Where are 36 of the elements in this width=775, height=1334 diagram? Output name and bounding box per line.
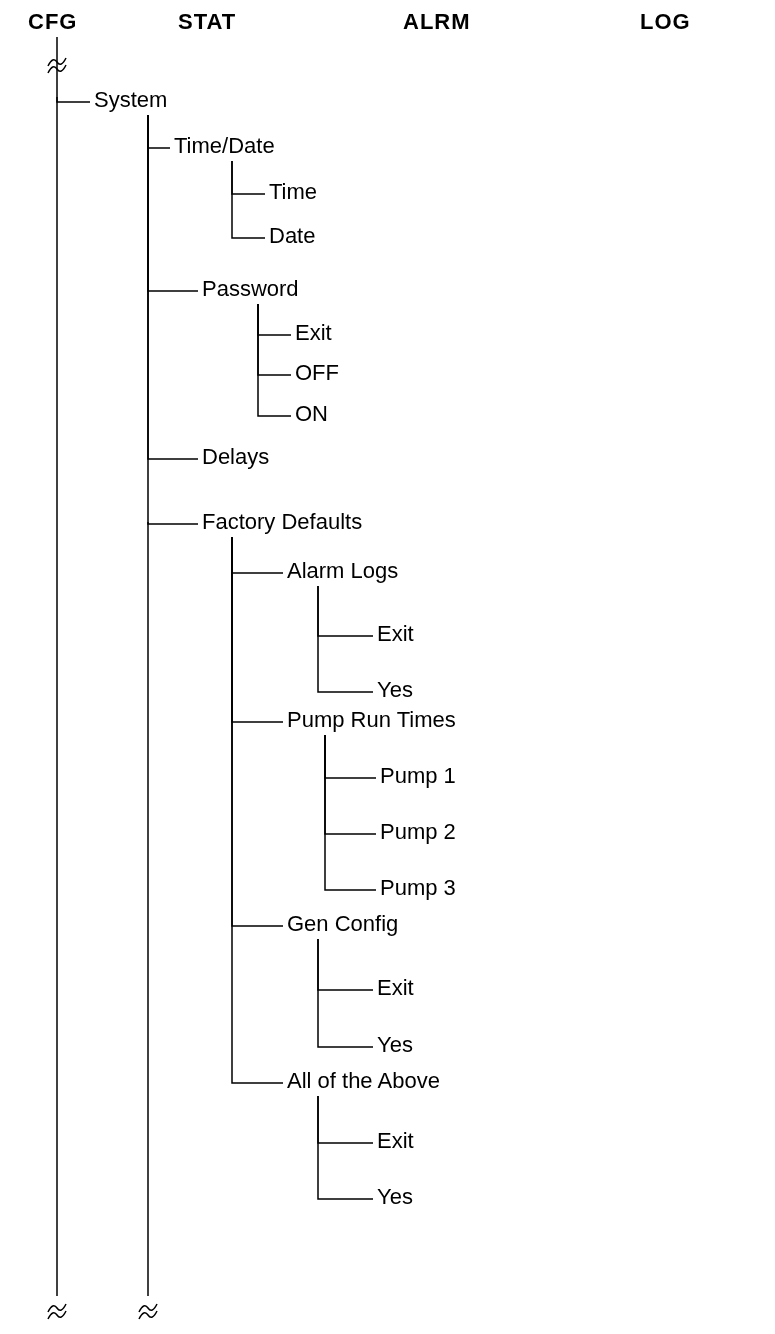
menu-item: Yes [373, 1184, 413, 1210]
menu-item: Pump Run Times [283, 707, 456, 733]
menu-item: Time/Date [170, 133, 275, 159]
menu-item: Password [198, 276, 299, 302]
menu-item: Pump 2 [376, 819, 456, 845]
tree-connector [257, 303, 292, 417]
menu-item: Exit [373, 1128, 414, 1154]
menu-item: Exit [373, 621, 414, 647]
tree-connector [56, 36, 91, 103]
menu-item: All of the Above [283, 1068, 440, 1094]
menu-item: Exit [373, 975, 414, 1001]
menu-item: Date [265, 223, 316, 249]
tree-connector [231, 160, 266, 239]
menu-item: System [90, 87, 168, 113]
tree-connector [317, 585, 374, 693]
menu-item: Gen Config [283, 911, 399, 937]
menu-item: Yes [373, 1032, 413, 1058]
tree-connector [317, 938, 374, 1048]
menu-item: Delays [198, 444, 270, 470]
menu-heading: STAT [178, 9, 237, 35]
menu-item: Pump 3 [376, 875, 456, 901]
tree-connector [147, 114, 199, 525]
menu-item: Yes [373, 677, 413, 703]
tree-connector [317, 1095, 374, 1200]
menu-heading: LOG [640, 9, 691, 35]
menu-item: OFF [291, 360, 339, 386]
menu-heading: CFG [28, 9, 78, 35]
menu-item: Alarm Logs [283, 558, 399, 584]
menu-heading: ALRM [403, 9, 471, 35]
menu-item: Exit [291, 320, 332, 346]
menu-item: ON [291, 401, 328, 427]
tree-connector [231, 536, 284, 1084]
menu-item: Pump 1 [376, 763, 456, 789]
menu-item: Factory Defaults [198, 509, 363, 535]
menu-item: Time [265, 179, 318, 205]
tree-connector [324, 734, 377, 891]
